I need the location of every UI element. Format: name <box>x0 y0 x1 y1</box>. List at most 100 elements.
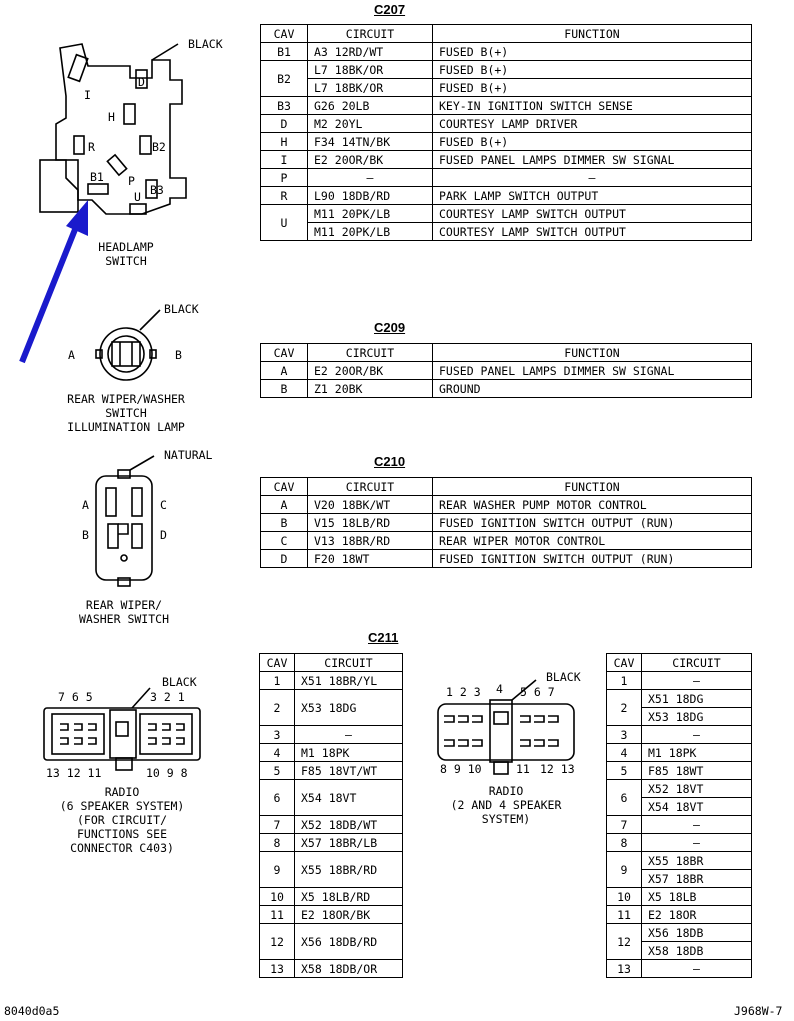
column-header: CIRCUIT <box>307 477 433 496</box>
radio24-color-label: BLACK <box>546 670 581 684</box>
function-cell: FUSED B(+) <box>432 78 752 97</box>
circuit-cell: M2 20YL <box>307 114 433 133</box>
headlamp-color-label: BLACK <box>188 37 223 51</box>
circuit-cell: F85 18VT/WT <box>294 761 403 780</box>
column-header: CIRCUIT <box>294 653 403 672</box>
rear-wiper-switch-connector <box>95 455 155 587</box>
circuit-cell: – <box>641 815 752 834</box>
circuit-cell: X54 18VT <box>641 797 752 816</box>
cavity-cell: A <box>260 361 308 380</box>
cavity-cell: B <box>260 513 308 532</box>
circuit-cell: X55 18BR/RD <box>294 851 403 888</box>
radio6-bottom-left-pins: 13 12 11 <box>46 766 102 780</box>
circuit-cell: X58 18DB <box>641 941 752 960</box>
c211-title: C211 <box>368 630 399 645</box>
circuit-cell: – <box>641 671 752 690</box>
table-row: 1– <box>606 671 752 690</box>
column-header: CAV <box>260 477 308 496</box>
footer-code-left: 8040d0a5 <box>4 1004 60 1018</box>
cavity-cell: 11 <box>259 905 295 924</box>
circuit-cell: X52 18DB/WT <box>294 815 403 834</box>
column-header: CAV <box>260 24 308 43</box>
column-header: FUNCTION <box>432 343 752 362</box>
table-row: X57 18BR <box>607 869 752 888</box>
function-cell: REAR WASHER PUMP MOTOR CONTROL <box>432 495 752 514</box>
circuit-cell: E2 18OR <box>641 905 752 924</box>
circuit-cell: – <box>641 959 752 978</box>
radio-6-speaker-connector <box>43 687 201 771</box>
cavity-cell: 13 <box>259 959 295 978</box>
function-cell: COURTESY LAMP SWITCH OUTPUT <box>432 222 752 241</box>
headlamp-switch-connector <box>39 43 187 215</box>
blue-arrow-icon <box>19 200 88 364</box>
function-cell: FUSED PANEL LAMPS DIMMER SW SIGNAL <box>432 150 752 169</box>
headlamp-pin-p: P <box>128 174 135 188</box>
radio24-bottom-mid-pin: 11 <box>516 762 530 776</box>
column-header: FUNCTION <box>432 477 752 496</box>
circuit-cell: V13 18BR/RD <box>307 531 433 550</box>
radio24-top-right-pins: 5 6 7 <box>520 685 555 699</box>
circuit-cell: X5 18LB <box>641 887 752 906</box>
column-header: CIRCUIT <box>307 343 433 362</box>
circuit-cell: X55 18BR <box>641 851 752 870</box>
cavity-cell: 2 <box>606 689 642 726</box>
circuit-cell: X56 18DB/RD <box>294 923 403 960</box>
cavity-cell: I <box>260 150 308 169</box>
radio6-top-left-pins: 7 6 5 <box>58 690 93 704</box>
cavity-cell: U <box>260 204 308 241</box>
circuit-cell: X51 18DG <box>641 689 752 708</box>
cavity-cell: B3 <box>260 96 308 115</box>
cavity-cell: B2 <box>260 60 308 97</box>
circuit-cell: V15 18LB/RD <box>307 513 433 532</box>
cavity-cell: 8 <box>606 833 642 852</box>
headlamp-pin-d: D <box>138 75 145 89</box>
circuit-cell: X54 18VT <box>294 779 403 816</box>
cavity-cell: R <box>260 186 308 205</box>
cavity-cell: D <box>260 549 308 568</box>
cavity-cell: D <box>260 114 308 133</box>
cavity-cell: 6 <box>606 779 642 816</box>
cavity-cell: 4 <box>606 743 642 762</box>
function-cell: FUSED B(+) <box>432 60 752 79</box>
cavity-cell: C <box>260 531 308 550</box>
headlamp-pin-i: I <box>84 88 91 102</box>
cavity-cell: 12 <box>259 923 295 960</box>
wiper-switch-pin-d: D <box>160 528 167 542</box>
table-row: 3– <box>606 725 752 744</box>
lamp-pin-b: B <box>175 348 182 362</box>
table-row: X54 18VT <box>607 797 752 816</box>
radio24-bottom-left-pins: 8 9 10 <box>440 762 482 776</box>
headlamp-pin-b2: B2 <box>152 140 166 154</box>
c209-title: C209 <box>374 320 406 335</box>
lamp-color-label: BLACK <box>164 302 199 316</box>
wiper-switch-pin-a: A <box>82 498 89 512</box>
cavity-cell: 5 <box>606 761 642 780</box>
cavity-cell: B <box>260 379 308 398</box>
circuit-cell: E2 20OR/BK <box>307 150 433 169</box>
cavity-cell: 9 <box>259 851 295 888</box>
function-cell: COURTESY LAMP SWITCH OUTPUT <box>432 204 752 223</box>
cavity-cell: 8 <box>259 833 295 852</box>
